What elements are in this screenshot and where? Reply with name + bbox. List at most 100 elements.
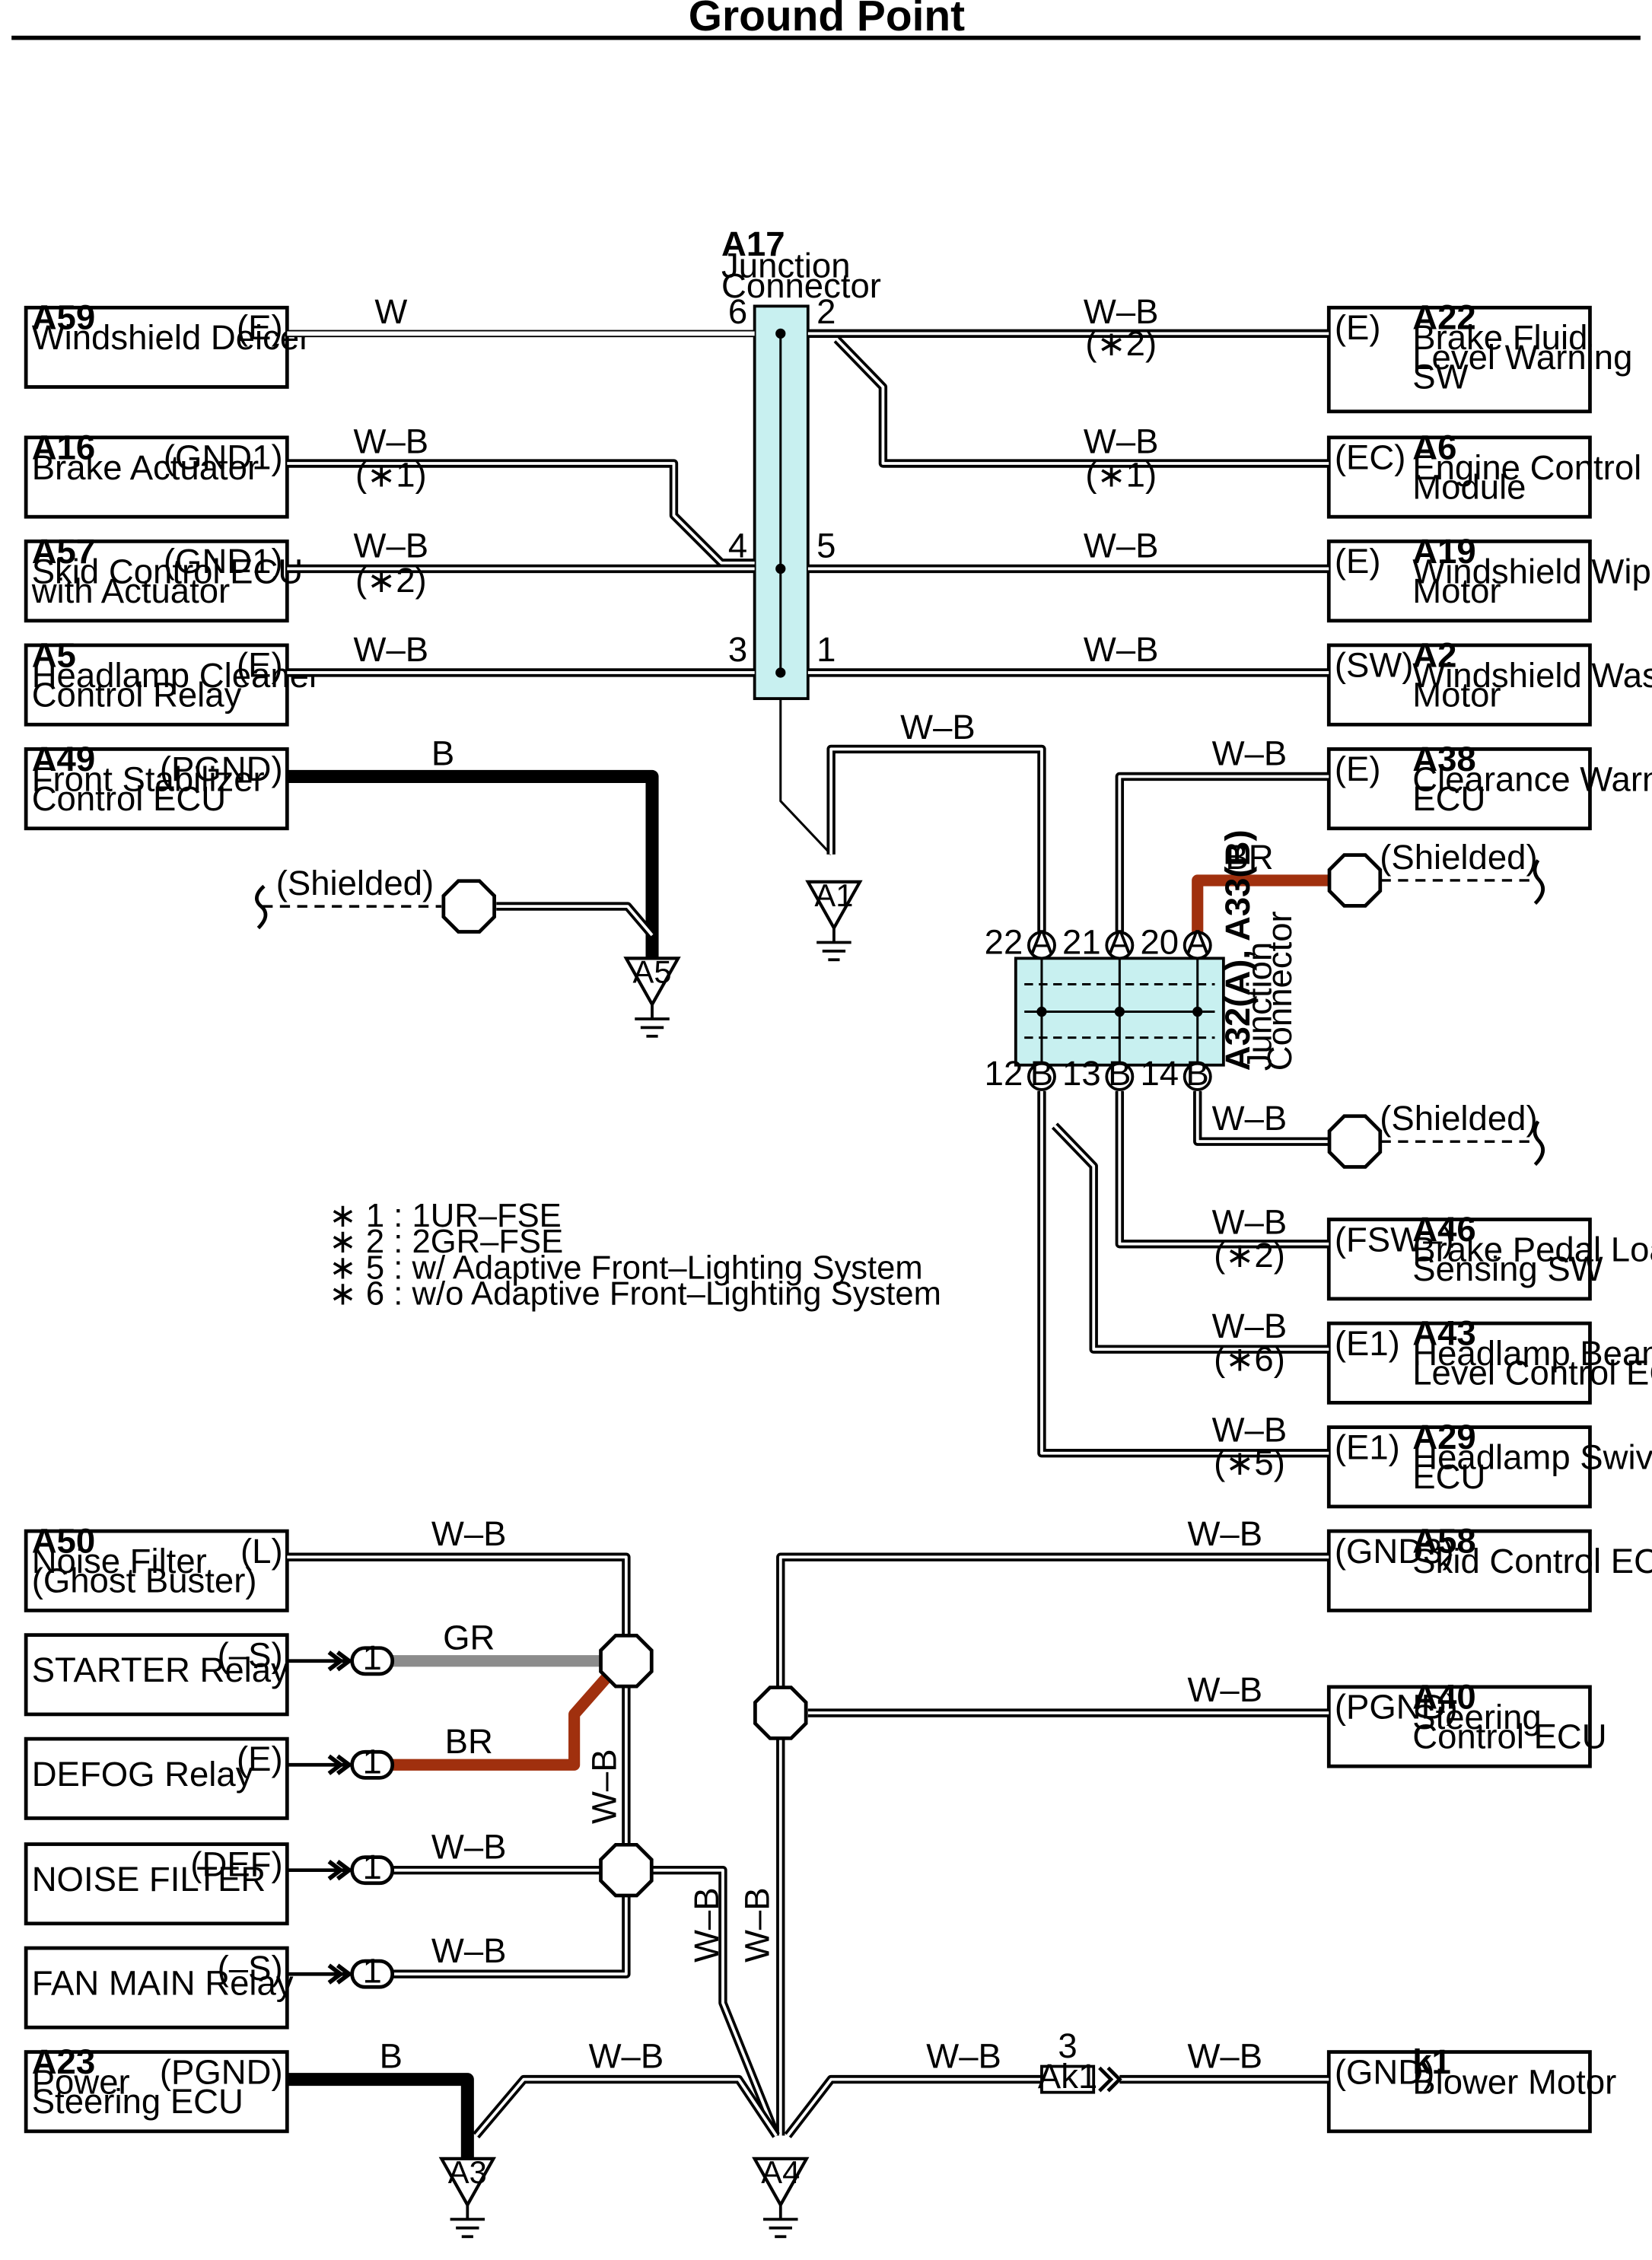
wiring-top — [255, 329, 1545, 1458]
pin-number: 22 — [985, 923, 1023, 962]
connector-name-line: Windshield Wiper — [1412, 552, 1652, 590]
wire-color-label: W–B — [1187, 2036, 1262, 2075]
connector-terminal: (EC) — [1335, 438, 1406, 477]
connector-terminal: (PGND) — [160, 750, 283, 788]
note-3: ∗ 5 : w/ Adaptive Front–Lighting System — [329, 1249, 922, 1286]
connector-code: A46 — [1412, 1210, 1475, 1249]
connector-terminal: (E1) — [1335, 1324, 1400, 1363]
wire-color-label: W — [374, 292, 407, 331]
a32-sub-1: Junction — [1240, 942, 1278, 1071]
connector-terminal: (PGND) — [1335, 1688, 1458, 1727]
ground-label: A3 — [448, 2154, 487, 2190]
connector-name-line: Control ECU — [1412, 1717, 1606, 1755]
shield-label: (Shielded) — [1380, 838, 1537, 877]
connector-code: A43 — [1412, 1314, 1475, 1353]
wire-color-label: B — [431, 734, 454, 772]
connector-name-line: SW — [1412, 357, 1468, 396]
wire-color-label-vertical: W–B — [738, 1887, 777, 1962]
pin-number: 20 — [1140, 923, 1179, 962]
wire-color-label: BR — [445, 1722, 493, 1761]
wire-color-label: W–B — [1187, 1670, 1262, 1709]
connector-name-line: Level Warning — [1412, 338, 1632, 377]
connector-name-line: ECU — [1412, 779, 1485, 818]
connector-name-line: Power — [32, 2063, 130, 2102]
wire-variant-note: (∗2) — [355, 561, 427, 600]
footnotes: ∗ 1 : 1UR–FSE ∗ 2 : 2GR–FSE ∗ 5 : w/ Ada… — [329, 1198, 941, 1312]
connector-code: A58 — [1412, 1522, 1475, 1561]
plug-pin: 1 — [363, 1952, 382, 1991]
shield-label: (Shielded) — [1380, 1099, 1537, 1138]
wire-color-label: W–B — [1212, 734, 1288, 772]
connector-terminal: (E) — [237, 646, 283, 685]
connector-code: A22 — [1412, 298, 1475, 337]
connector-c18: FAN MAIN Relay(–S) — [24, 1946, 294, 2029]
connector-terminal: (E1) — [1335, 1428, 1400, 1466]
splice-point-2 — [599, 1842, 654, 1898]
wire-color-label: W–B — [1212, 1099, 1288, 1138]
ground-symbol-a4: A4 — [752, 2154, 810, 2239]
shield-label: (Shielded) — [276, 864, 434, 902]
ground-label: A1 — [814, 877, 853, 913]
connector-name-line: Motor — [1412, 571, 1501, 610]
connector-code: A16 — [32, 428, 95, 466]
note-2: ∗ 2 : 2GR–FSE — [329, 1224, 563, 1260]
a17-pin-3: 3 — [728, 630, 747, 669]
connector-name-line: Brake Fluid — [1412, 318, 1587, 357]
ground-symbol-a5: A5 — [623, 954, 681, 1038]
connector-code: A40 — [1412, 1677, 1475, 1716]
connector-name-line: Front Stabilizer — [32, 759, 265, 798]
connector-terminal: (E) — [1335, 308, 1381, 347]
wire-variant-note: (∗1) — [355, 455, 427, 494]
wire-color-label-vertical: W–B — [585, 1749, 624, 1824]
connector-name-line: Skid Control ECU — [32, 552, 304, 590]
ak1-label: Ak1 — [1038, 2057, 1097, 2096]
connector-ak1: Ak1 3 — [1038, 2026, 1122, 2096]
ak1-pin: 3 — [1058, 2026, 1077, 2065]
connector-code: A50 — [32, 1522, 95, 1561]
pin-letter: B — [1108, 1054, 1131, 1093]
connector-name-line: STARTER Relay — [32, 1650, 288, 1689]
connector-name-line: Steering ECU — [32, 2082, 244, 2121]
connector-code: k1 — [1412, 2042, 1451, 2081]
plug-pin: 1 — [363, 1638, 382, 1677]
wire-color-label: W–B — [1212, 1203, 1288, 1242]
a17-pin-4: 4 — [728, 526, 747, 565]
splice-point-1 — [599, 1634, 654, 1689]
wire-color-label: W–B — [1212, 1411, 1288, 1450]
wire-color-label-vertical: W–B — [687, 1887, 726, 1962]
connector-terminal: (–S) — [218, 1949, 283, 1988]
wire-color-label: W–B — [1084, 292, 1159, 331]
connector-terminal: (FSW–) — [1335, 1220, 1454, 1259]
a17-pin-5: 5 — [816, 526, 836, 565]
connector-terminal: (E) — [1335, 750, 1381, 788]
wire-variant-note: (∗2) — [1214, 1236, 1285, 1275]
shield-splice-left — [441, 879, 496, 934]
wire-color-label: W–B — [1212, 1307, 1288, 1345]
connector-code: A59 — [32, 298, 95, 337]
pin-letter: B — [1030, 1054, 1053, 1093]
connector-code: A5 — [32, 635, 76, 674]
connector-name-line: Headlamp Beam — [1412, 1334, 1652, 1373]
connector-name-line: Skid Control ECU — [1412, 1542, 1652, 1580]
connector-code: A49 — [32, 740, 95, 778]
pin-circle — [1105, 1062, 1135, 1091]
connector-name-line: Windshield Washer — [1412, 656, 1652, 695]
plug-connector: 1 — [287, 1952, 395, 1991]
junction-connector-a17: A17 Junction Connector 6 2 4 5 3 1 — [721, 224, 881, 700]
pin-circle — [1183, 1062, 1212, 1091]
ground-symbol-a3: A3 — [438, 2154, 497, 2239]
connector-terminal: (GND) — [1335, 2052, 1434, 2091]
connector-code: A29 — [1412, 1418, 1475, 1456]
connector-name-line: DEFOG Relay — [32, 1755, 253, 1794]
